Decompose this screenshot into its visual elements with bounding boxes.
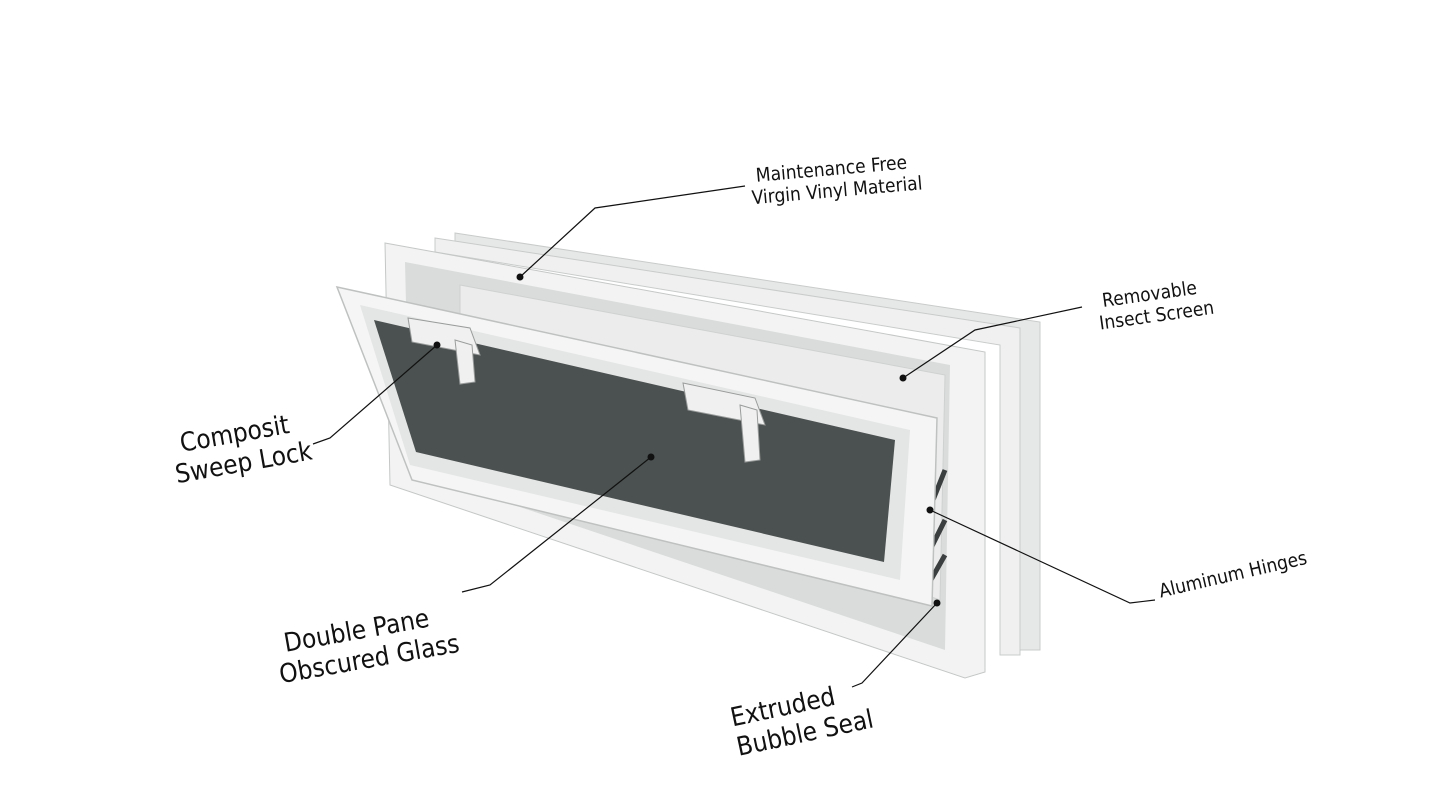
obscured-glass bbox=[374, 320, 895, 562]
sweep-lock bbox=[407, 317, 766, 463]
leader-lines bbox=[312, 185, 1156, 688]
leader-dots bbox=[433, 273, 941, 607]
